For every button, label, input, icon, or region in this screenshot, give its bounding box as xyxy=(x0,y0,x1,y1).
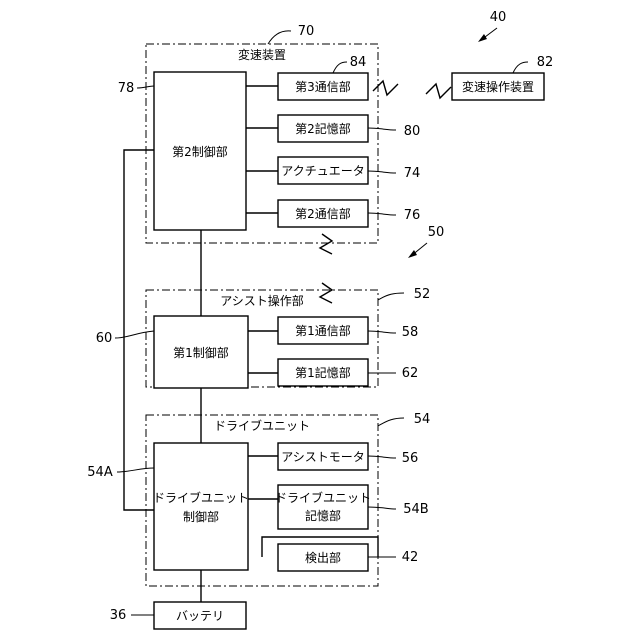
ref-70: 70 xyxy=(298,24,315,39)
battery-label: バッテリ xyxy=(176,609,224,623)
second-storage-label: 第2記憶部 xyxy=(295,121,351,136)
first-comm-label: 第1通信部 xyxy=(295,323,351,338)
ref-58-leader xyxy=(368,331,396,333)
ref-82-leader xyxy=(513,62,528,73)
ref-54a-leader xyxy=(117,468,154,472)
ref-78: 78 xyxy=(118,81,135,96)
ref-80: 80 xyxy=(404,124,421,139)
ref-70-leader xyxy=(268,31,291,44)
detector-label: 検出部 xyxy=(305,550,341,565)
wireless-zigzag-84 xyxy=(373,81,398,95)
ref-54b: 54B xyxy=(403,502,428,517)
actuator-label: アクチュエータ xyxy=(281,164,364,178)
ref-50-arrow-head xyxy=(408,250,417,258)
drive-unit-storage-label-line1: ドライブユニット xyxy=(275,490,371,505)
ref-76: 76 xyxy=(404,208,421,223)
first-control-label: 第1制御部 xyxy=(173,345,229,360)
ref-60-leader xyxy=(115,331,154,338)
ref-74-leader xyxy=(368,171,396,173)
wireless-zigzag-82 xyxy=(426,84,451,98)
ref-58: 58 xyxy=(402,325,419,340)
ref-40-arrow-head xyxy=(478,34,487,42)
ref-54b-leader xyxy=(368,507,396,509)
ref-62: 62 xyxy=(402,366,419,381)
wireless-zigzag-76 xyxy=(320,234,332,254)
third-comm-label: 第3通信部 xyxy=(295,79,351,94)
ref-52: 52 xyxy=(414,287,431,302)
second-control-label: 第2制御部 xyxy=(172,144,228,159)
ref-60: 60 xyxy=(96,331,113,346)
second-comm-label: 第2通信部 xyxy=(295,206,351,221)
ref-56: 56 xyxy=(402,451,419,466)
drive-unit-control-label-line1: ドライブユニット xyxy=(153,490,249,505)
ref-54a: 54A xyxy=(87,465,113,480)
first-storage-label: 第1記憶部 xyxy=(295,365,351,380)
drive-unit-storage-label-line2: 記憶部 xyxy=(305,508,341,523)
wire-left-bus xyxy=(124,150,154,510)
ref-82: 82 xyxy=(537,55,554,70)
ref-42: 42 xyxy=(402,550,419,565)
ref-56-leader xyxy=(368,456,396,458)
ref-74: 74 xyxy=(404,166,421,181)
shift-operation-device-label: 変速操作装置 xyxy=(462,79,534,94)
drive-unit-control-label-line2: 制御部 xyxy=(183,509,219,524)
assist-operation-title: アシスト操作部 xyxy=(220,293,304,308)
drive-unit-title: ドライブユニット xyxy=(214,418,310,433)
ref-36: 36 xyxy=(110,608,127,623)
ref-84: 84 xyxy=(350,55,367,70)
ref-54-leader xyxy=(378,418,404,426)
shifter-title: 変速装置 xyxy=(238,47,286,62)
ref-54: 54 xyxy=(414,412,431,427)
ref-80-leader xyxy=(368,128,396,130)
ref-40: 40 xyxy=(490,10,507,25)
ref-52-leader xyxy=(378,293,404,300)
drive-unit-control-block xyxy=(154,443,248,570)
ref-76-leader xyxy=(368,213,396,215)
wireless-zigzag-52 xyxy=(320,283,332,303)
ref-50: 50 xyxy=(428,225,445,240)
assist-motor-label: アシストモータ xyxy=(281,450,365,464)
ref-84-leader xyxy=(333,62,347,73)
